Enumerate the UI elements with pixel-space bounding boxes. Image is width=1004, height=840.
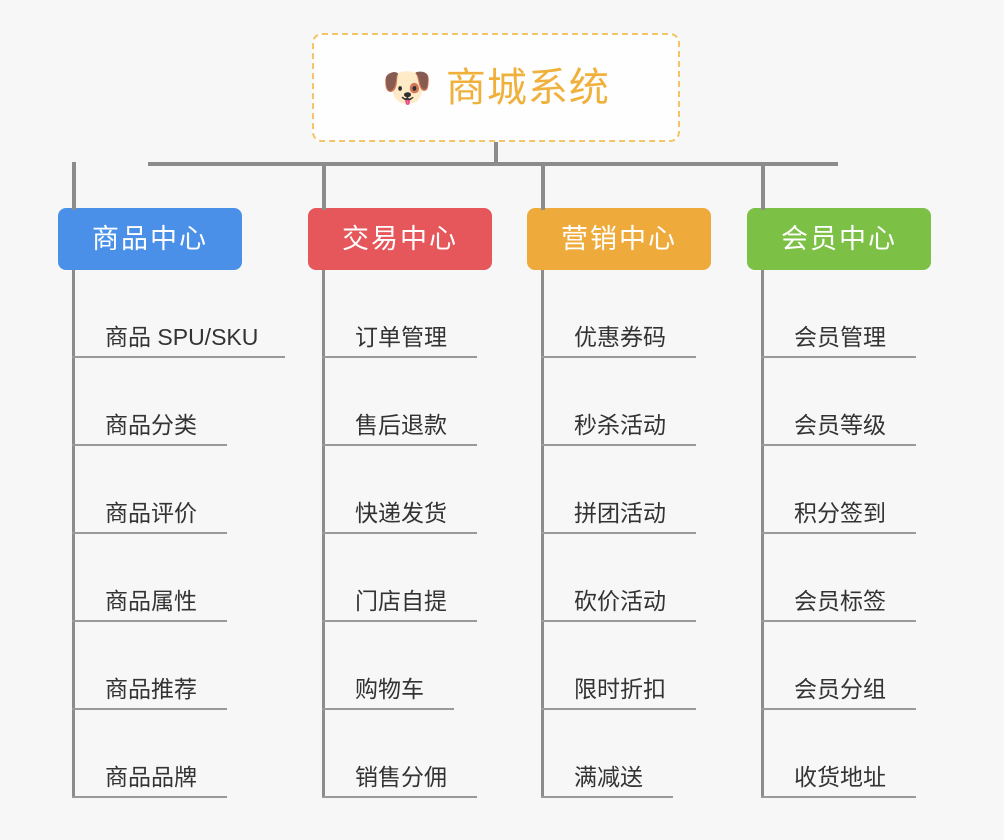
list-item[interactable]: 秒杀活动	[541, 358, 771, 446]
list-item-divider	[72, 708, 227, 710]
list-item[interactable]: 满减送	[541, 710, 771, 798]
list-item[interactable]: 商品品牌	[72, 710, 302, 798]
list-item-divider	[541, 796, 673, 798]
list-item-divider	[761, 708, 916, 710]
list-item[interactable]: 会员等级	[761, 358, 991, 446]
category-header-label: 会员中心	[781, 223, 897, 254]
root-node-card[interactable]: 🐶 商城系统	[312, 33, 680, 142]
column-item-list-3: 优惠券码秒杀活动拼团活动砍价活动限时折扣满减送	[541, 270, 771, 798]
category-header-1[interactable]: 商品中心	[58, 208, 242, 270]
list-item-divider	[322, 620, 477, 622]
list-item[interactable]: 优惠券码	[541, 270, 771, 358]
list-item[interactable]: 砍价活动	[541, 534, 771, 622]
connector-branch-1	[72, 162, 76, 210]
connector-branch-2	[322, 162, 326, 210]
list-item-divider	[72, 444, 227, 446]
list-item[interactable]: 商品分类	[72, 358, 302, 446]
list-item[interactable]: 门店自提	[322, 534, 552, 622]
list-item-label: 门店自提	[355, 587, 447, 614]
root-node-title: 商城系统	[445, 65, 610, 110]
list-item-divider	[322, 708, 454, 710]
list-item-divider	[761, 356, 916, 358]
list-item-label: 购物车	[355, 675, 424, 702]
list-item-divider	[72, 356, 285, 358]
list-item-divider	[761, 620, 916, 622]
list-item[interactable]: 收货地址	[761, 710, 991, 798]
list-item[interactable]: 拼团活动	[541, 446, 771, 534]
column-item-list-2: 订单管理售后退款快递发货门店自提购物车销售分佣	[322, 270, 552, 798]
connector-branch-3	[541, 162, 545, 210]
list-item[interactable]: 销售分佣	[322, 710, 552, 798]
list-item[interactable]: 购物车	[322, 622, 552, 710]
list-item-divider	[322, 532, 477, 534]
list-item-label: 会员分组	[794, 675, 886, 702]
column-spine-2	[322, 270, 325, 798]
list-item-label: 售后退款	[355, 411, 447, 438]
category-header-label: 交易中心	[342, 223, 458, 254]
list-item-label: 会员管理	[794, 323, 886, 350]
connector-root-stem	[494, 142, 498, 164]
list-item-label: 商品分类	[105, 411, 197, 438]
list-item-label: 商品 SPU/SKU	[105, 323, 259, 350]
list-item-label: 商品属性	[105, 587, 197, 614]
list-item-label: 会员标签	[794, 587, 886, 614]
category-header-2[interactable]: 交易中心	[308, 208, 492, 270]
column-item-list-4: 会员管理会员等级积分签到会员标签会员分组收货地址	[761, 270, 991, 798]
column-item-list-1: 商品 SPU/SKU 商品分类商品评价商品属性商品推荐商品品牌	[72, 270, 302, 798]
list-item-divider	[322, 356, 477, 358]
list-item-divider	[761, 444, 916, 446]
list-item-label: 拼团活动	[574, 499, 666, 526]
list-item[interactable]: 订单管理	[322, 270, 552, 358]
list-item-label: 秒杀活动	[574, 411, 666, 438]
list-item-divider	[541, 356, 696, 358]
connector-branch-4	[761, 162, 765, 210]
list-item-label: 快递发货	[355, 499, 447, 526]
category-header-4[interactable]: 会员中心	[747, 208, 931, 270]
list-item[interactable]: 会员分组	[761, 622, 991, 710]
list-item-label: 优惠券码	[574, 323, 666, 350]
list-item-label: 限时折扣	[574, 675, 666, 702]
category-header-label: 营销中心	[561, 223, 677, 254]
list-item-divider	[72, 532, 227, 534]
list-item-divider	[322, 796, 477, 798]
list-item-divider	[761, 532, 916, 534]
list-item-label: 满减送	[574, 763, 643, 790]
category-header-3[interactable]: 营销中心	[527, 208, 711, 270]
list-item[interactable]: 快递发货	[322, 446, 552, 534]
category-header-label: 商品中心	[92, 223, 208, 254]
list-item[interactable]: 会员标签	[761, 534, 991, 622]
column-spine-1	[72, 270, 75, 798]
list-item-label: 收货地址	[794, 763, 886, 790]
connector-horizontal-bus	[148, 162, 838, 166]
list-item-label: 商品品牌	[105, 763, 197, 790]
list-item[interactable]: 商品评价	[72, 446, 302, 534]
list-item[interactable]: 商品 SPU/SKU	[72, 270, 302, 358]
list-item-divider	[322, 444, 477, 446]
dog-face-icon: 🐶	[382, 65, 432, 110]
list-item[interactable]: 商品属性	[72, 534, 302, 622]
list-item-label: 商品评价	[105, 499, 197, 526]
list-item[interactable]: 限时折扣	[541, 622, 771, 710]
list-item[interactable]: 商品推荐	[72, 622, 302, 710]
list-item-label: 积分签到	[794, 499, 886, 526]
list-item[interactable]: 售后退款	[322, 358, 552, 446]
list-item-divider	[541, 620, 696, 622]
list-item-label: 订单管理	[355, 323, 447, 350]
column-spine-3	[541, 270, 544, 798]
list-item-label: 销售分佣	[355, 763, 447, 790]
list-item-divider	[541, 444, 696, 446]
list-item-divider	[541, 532, 696, 534]
list-item-divider	[541, 708, 696, 710]
list-item-label: 商品推荐	[105, 675, 197, 702]
list-item[interactable]: 会员管理	[761, 270, 991, 358]
list-item[interactable]: 积分签到	[761, 446, 991, 534]
list-item-divider	[72, 620, 227, 622]
list-item-label: 会员等级	[794, 411, 886, 438]
column-spine-4	[761, 270, 764, 798]
list-item-divider	[72, 796, 227, 798]
list-item-divider	[761, 796, 916, 798]
list-item-label: 砍价活动	[574, 587, 666, 614]
